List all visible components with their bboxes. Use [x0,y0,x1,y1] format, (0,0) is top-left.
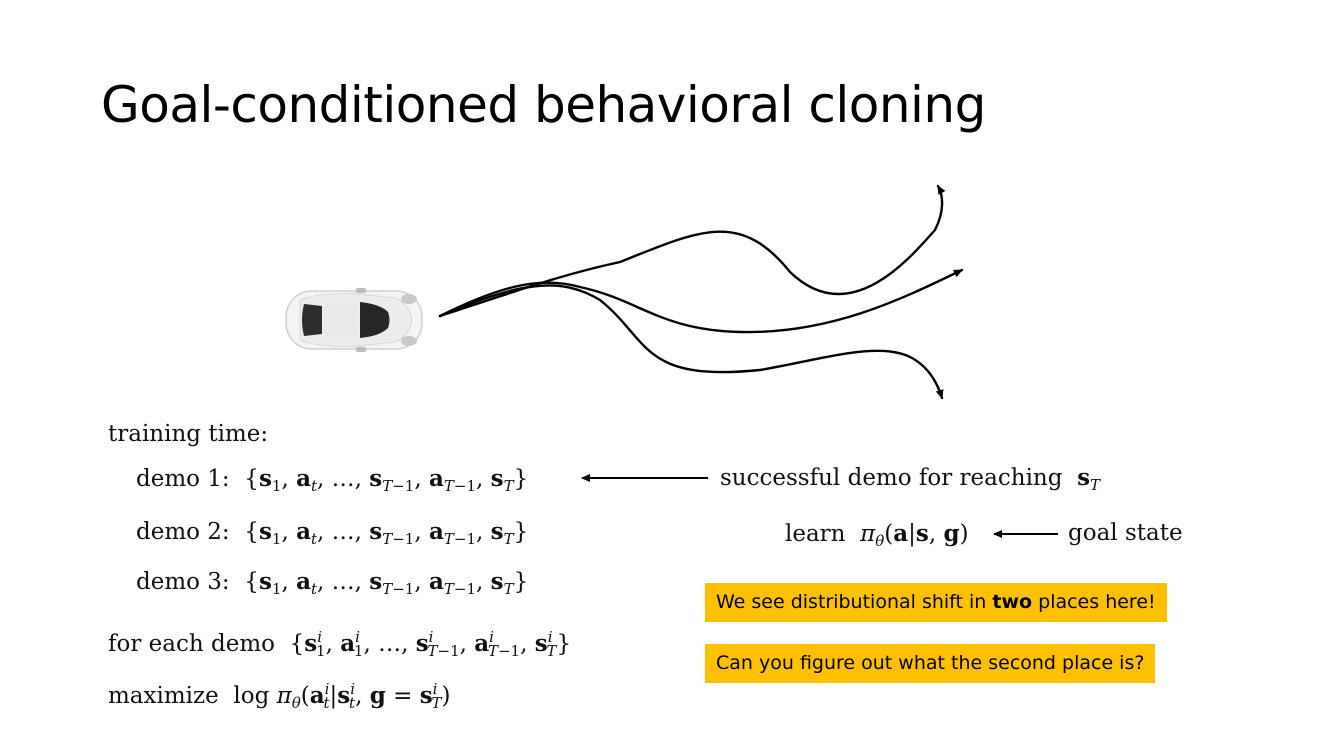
for-each-sequence: {si1, ai1, …, siT−1, aiT−1, siT} [282,628,572,660]
learn-policy-annotation: learn πθ(a|s, g) [785,520,969,550]
for-each-label: for each demo [108,631,275,657]
demo-3-label: demo 3: [136,569,230,595]
maximize-line: maximize log πθ(ait|sit, g = siT) [108,680,451,712]
slide-title: Goal-conditioned behavioral cloning [101,76,986,134]
training-time-heading: training time: [108,421,269,447]
demo-3-sequence: {s1, at, …, sT−1, aT−1, sT} [237,568,529,598]
trajectory-lower [438,284,944,400]
trajectory-upper [438,184,946,318]
callout-1-text-start: We see distributional shift in [716,591,993,613]
successful-demo-goal-symbol: sT [1077,464,1101,494]
demo-2-line: demo 2: {s1, at, …, sT−1, aT−1, sT} [136,518,529,548]
demo-1-label: demo 1: [136,466,230,492]
demo-1-line: demo 1: {s1, at, …, sT−1, aT−1, sT} [136,465,529,495]
learn-label: learn [785,521,846,547]
trajectory-middle [438,268,964,334]
callout-1-text-end: places here! [1032,591,1156,613]
policy-expression: πθ(a|s, g) [860,520,969,550]
callout-1-emphasis: two [992,591,1033,613]
maximize-label: maximize [108,683,219,709]
successful-demo-annotation: successful demo for reaching sT [720,464,1101,494]
demo-1-sequence: {s1, at, …, sT−1, aT−1, sT} [237,465,529,495]
callout-second-place: Can you figure out what the second place… [705,644,1156,683]
demo-2-label: demo 2: [136,519,230,545]
maximize-objective: log πθ(ait|sit, g = siT) [226,680,451,712]
successful-demo-label: successful demo for reaching [720,465,1063,491]
demo-3-line: demo 3: {s1, at, …, sT−1, aT−1, sT} [136,568,529,598]
demo-2-sequence: {s1, at, …, sT−1, aT−1, sT} [237,518,529,548]
goal-state-label: goal state [1068,520,1183,546]
for-each-demo-line: for each demo {si1, ai1, …, siT−1, aiT−1… [108,628,572,660]
car-top-view-icon [285,288,423,352]
callout-distribution-shift: We see distributional shift in two place… [705,583,1167,622]
